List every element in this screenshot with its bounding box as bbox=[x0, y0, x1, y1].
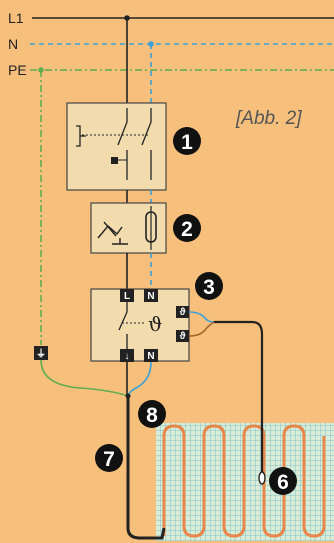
rcd-device bbox=[90, 202, 167, 254]
terminal-n-bottom: N bbox=[144, 349, 158, 362]
callout-7: 7 bbox=[95, 444, 123, 472]
svg-text:N: N bbox=[147, 291, 154, 302]
cold-lead bbox=[126, 396, 166, 540]
n-label: N bbox=[8, 36, 18, 52]
svg-text:2: 2 bbox=[181, 218, 193, 241]
svg-text:ϑ: ϑ bbox=[180, 307, 186, 318]
svg-text:L: L bbox=[124, 291, 130, 302]
earth-cable bbox=[40, 359, 129, 397]
supply-lines bbox=[30, 15, 334, 73]
callout-6: 6 bbox=[269, 467, 297, 495]
sensor-cable bbox=[214, 320, 264, 472]
svg-text:8: 8 bbox=[146, 404, 158, 427]
svg-text:↓: ↓ bbox=[125, 351, 130, 362]
l1-label: L1 bbox=[8, 10, 24, 26]
callout-2: 2 bbox=[173, 214, 201, 242]
callout-3: 3 bbox=[195, 272, 223, 300]
svg-text:1: 1 bbox=[181, 131, 193, 154]
svg-text:3: 3 bbox=[203, 276, 215, 299]
neutral-cable bbox=[127, 361, 152, 399]
pe-label: PE bbox=[8, 62, 27, 78]
callout-1: 1 bbox=[173, 127, 201, 155]
sensor-lead-brown bbox=[188, 321, 215, 337]
thermostat: ϑ bbox=[90, 288, 190, 362]
terminal-arrow: ↓ bbox=[120, 349, 134, 362]
terminal-ground: ⏚ bbox=[34, 346, 48, 360]
terminal-n-top: N bbox=[144, 289, 158, 302]
terminal-l: L bbox=[120, 289, 134, 302]
figure-label: [Abb. 2] bbox=[235, 108, 302, 129]
svg-text:7: 7 bbox=[103, 448, 115, 471]
svg-text:6: 6 bbox=[277, 471, 289, 494]
svg-text:ϑ: ϑ bbox=[180, 331, 186, 342]
heating-cable bbox=[162, 424, 326, 538]
terminal-sensor-a: ϑ bbox=[176, 306, 189, 318]
svg-text:⏚: ⏚ bbox=[36, 348, 46, 360]
callout-8: 8 bbox=[138, 400, 166, 428]
svg-text:N: N bbox=[147, 351, 154, 362]
thermostat-symbol: ϑ bbox=[148, 312, 162, 336]
main-switch bbox=[66, 102, 167, 191]
terminal-sensor-b: ϑ bbox=[176, 330, 189, 342]
heating-mat bbox=[156, 423, 334, 541]
sensor-lead-blue bbox=[188, 311, 215, 323]
floor-sensor-tip bbox=[258, 471, 266, 485]
